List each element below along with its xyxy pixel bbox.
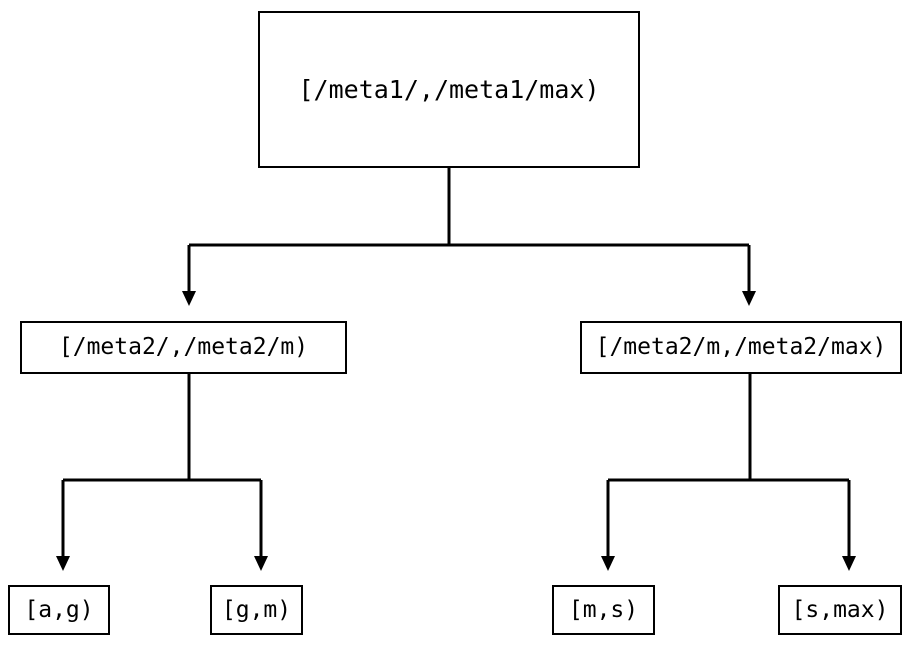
- edge-root-to-level2: [182, 168, 756, 306]
- tree-node-meta2-low-label: [/meta2/,/meta2/m): [58, 334, 309, 360]
- tree-node-root-label: [/meta1/,/meta1/max): [298, 75, 600, 104]
- arrowhead-icon: [842, 556, 856, 571]
- arrowhead-icon: [601, 556, 615, 571]
- tree-node-leaf-gm-label: [g,m): [221, 596, 292, 623]
- arrowhead-icon: [182, 291, 196, 306]
- tree-node-root[interactable]: [/meta1/,/meta1/max): [258, 11, 640, 168]
- edge-meta2high-to-leaves: [601, 374, 856, 571]
- edge-meta2low-to-leaves: [56, 374, 268, 571]
- tree-node-leaf-smax[interactable]: [s,max): [778, 585, 902, 635]
- tree-node-meta2-low[interactable]: [/meta2/,/meta2/m): [20, 321, 347, 374]
- tree-node-meta2-high-label: [/meta2/m,/meta2/max): [595, 334, 887, 360]
- tree-node-leaf-ms-label: [m,s): [568, 596, 639, 623]
- arrowhead-icon: [56, 556, 70, 571]
- arrowhead-icon: [254, 556, 268, 571]
- tree-node-meta2-high[interactable]: [/meta2/m,/meta2/max): [580, 321, 902, 374]
- tree-node-leaf-ag-label: [a,g): [24, 596, 94, 623]
- arrowhead-icon: [742, 291, 756, 306]
- tree-node-leaf-smax-label: [s,max): [791, 596, 889, 623]
- tree-node-leaf-ag[interactable]: [a,g): [8, 585, 110, 635]
- tree-node-leaf-gm[interactable]: [g,m): [210, 585, 303, 635]
- tree-node-leaf-ms[interactable]: [m,s): [552, 585, 655, 635]
